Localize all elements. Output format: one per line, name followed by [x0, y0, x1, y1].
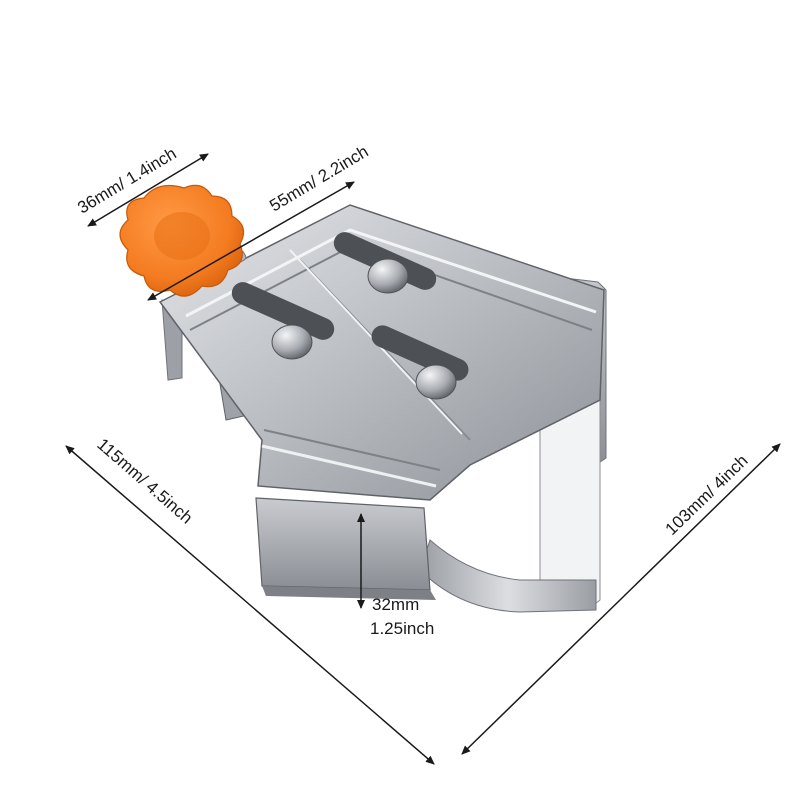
pin-3 — [415, 364, 457, 400]
right-length-label: 103mm/ 4inch — [662, 451, 752, 539]
front-plate — [255, 497, 431, 591]
right-opening — [539, 399, 601, 609]
pin-1 — [367, 258, 409, 294]
corner-clamp — [119, 184, 607, 613]
top-width-label: 55mm/ 2.2inch — [266, 142, 371, 216]
height-mm-label: 32mm — [372, 595, 419, 614]
dimension-height: 32mm 1.25inch — [357, 513, 434, 638]
pin-2 — [271, 324, 313, 360]
height-inch-label: 1.25inch — [370, 619, 434, 638]
